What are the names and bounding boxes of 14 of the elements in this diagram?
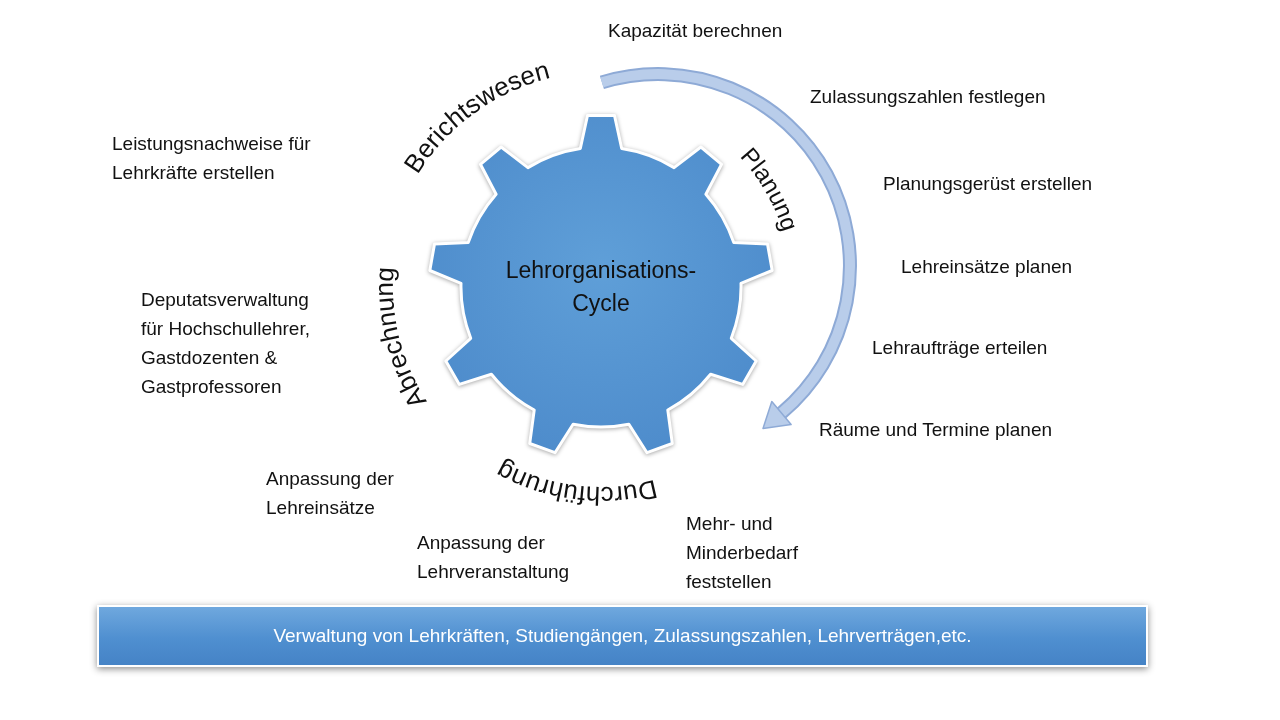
step-text: Deputatsverwaltung für Hochschullehrer, Gastdozenten & Gastprofessoren [141,288,311,399]
step-text: Zulassungszahlen festlegen [810,85,1046,109]
step-text: Leistungsnachweise für Lehrkräfte erstellen [112,132,312,185]
step-text: Mehr- und Minderbedarf feststellen [686,512,799,594]
step-text: Anpassung der Lehrveranstaltung [417,531,571,584]
step-text: Kapazität berechnen [608,19,783,43]
banner-bar [97,605,1148,667]
step-text: Lehraufträge erteilen [872,336,1048,360]
step-text: Anpassung der Lehreinsätze [266,467,395,520]
step-text: Planungsgerüst erstellen [883,172,1093,196]
step-text: Räume und Termine planen [819,418,1053,442]
step-text: Lehreinsätze planen [901,255,1073,279]
gear-label: Lehrorganisations- Cycle [505,256,697,318]
banner-text: Verwaltung von Lehrkräften, Studiengängen, Zulassungszahlen, Lehrverträgen,etc. [273,624,972,648]
